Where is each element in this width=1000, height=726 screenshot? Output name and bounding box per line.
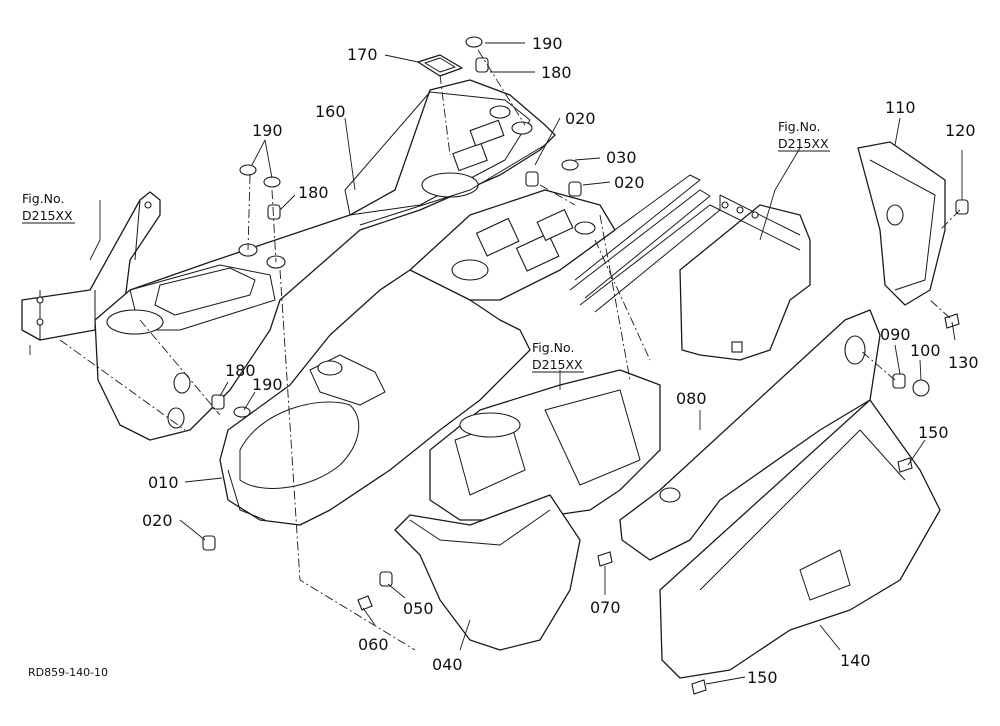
label-090: 090 bbox=[880, 325, 911, 344]
label-020-mid: 020 bbox=[614, 173, 645, 192]
panel-140 bbox=[659, 399, 941, 679]
label-020-low: 020 bbox=[142, 511, 173, 530]
label-100: 100 bbox=[910, 341, 941, 360]
label-060: 060 bbox=[358, 635, 389, 654]
guard-110 bbox=[857, 141, 946, 306]
part-labels: 170 190 180 160 020 030 020 110 120 190 … bbox=[142, 34, 979, 687]
label-070: 070 bbox=[590, 598, 621, 617]
label-050: 050 bbox=[403, 599, 434, 618]
label-180-top: 180 bbox=[541, 63, 572, 82]
fig-ref-right-line2: D215XX bbox=[778, 136, 829, 151]
label-160: 160 bbox=[315, 102, 346, 121]
center-frame bbox=[429, 369, 661, 521]
cover-170 bbox=[417, 54, 463, 77]
lower-cover-040 bbox=[394, 494, 581, 651]
label-020-top: 020 bbox=[565, 109, 596, 128]
label-150-right: 150 bbox=[918, 423, 949, 442]
label-180-left: 180 bbox=[298, 183, 329, 202]
fig-ref-center-line1: Fig.No. bbox=[532, 340, 574, 355]
label-130: 130 bbox=[948, 353, 979, 372]
leader-lines bbox=[89, 42, 963, 685]
fig-ref-right-line1: Fig.No. bbox=[778, 119, 820, 134]
label-110: 110 bbox=[885, 98, 916, 117]
label-180-low: 180 bbox=[225, 361, 256, 380]
label-190-top: 190 bbox=[532, 34, 563, 53]
fig-ref-left: Fig.No. D215XX bbox=[22, 191, 75, 224]
right-mount-bracket bbox=[679, 194, 811, 361]
fig-ref-left-line1: Fig.No. bbox=[22, 191, 64, 206]
label-120: 120 bbox=[945, 121, 976, 140]
label-080: 080 bbox=[676, 389, 707, 408]
label-170: 170 bbox=[347, 45, 378, 64]
label-030: 030 bbox=[606, 148, 637, 167]
label-010: 010 bbox=[148, 473, 179, 492]
rear-console-160 bbox=[94, 79, 556, 441]
fig-ref-center-line2: D215XX bbox=[532, 357, 583, 372]
label-040: 040 bbox=[432, 655, 463, 674]
fig-ref-center: Fig.No. D215XX bbox=[532, 340, 584, 373]
label-190-low: 190 bbox=[252, 375, 283, 394]
side-plates bbox=[559, 174, 721, 313]
label-140: 140 bbox=[840, 651, 871, 670]
main-console-010 bbox=[219, 269, 531, 526]
label-150-bottom: 150 bbox=[747, 668, 778, 687]
fasteners bbox=[202, 36, 969, 695]
fig-ref-right: Fig.No. D215XX bbox=[778, 119, 830, 152]
fig-ref-left-line2: D215XX bbox=[22, 208, 73, 223]
assembly-lines bbox=[59, 49, 961, 651]
center-panel bbox=[409, 189, 616, 301]
panel-080 bbox=[619, 309, 881, 561]
label-190-left: 190 bbox=[252, 121, 283, 140]
drawing-code: RD859-140-10 bbox=[28, 666, 108, 679]
